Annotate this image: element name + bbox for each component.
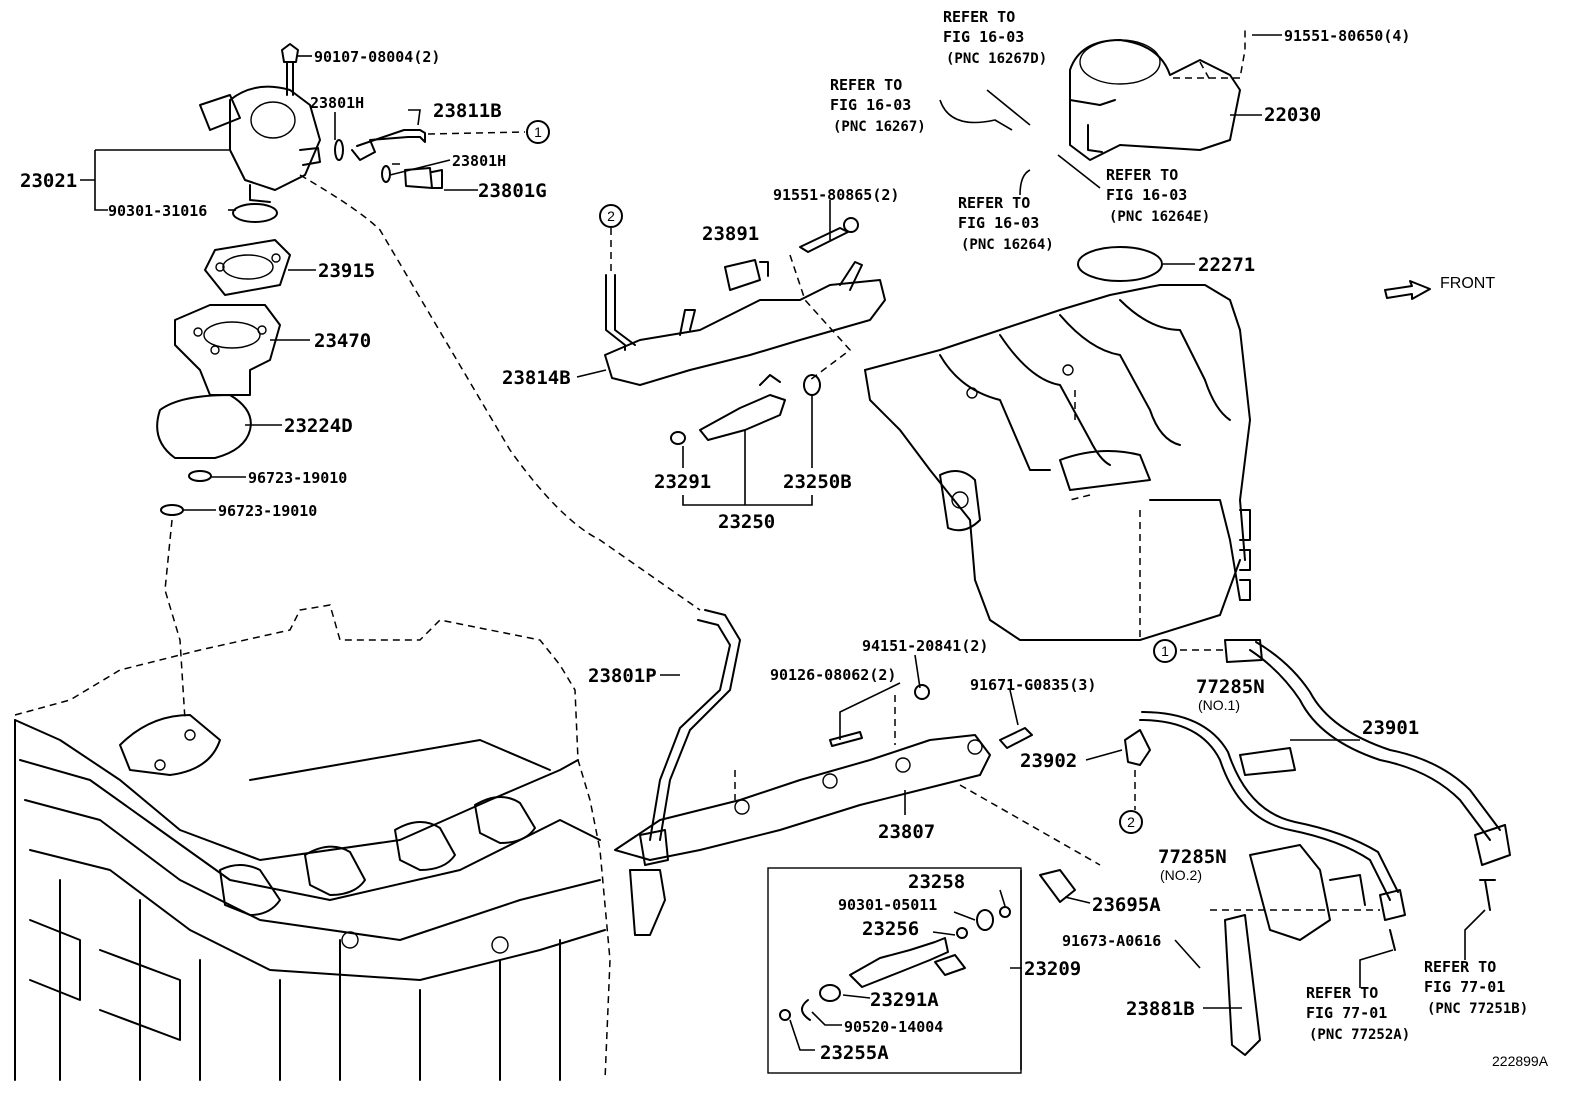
refer-16264-l3: (PNC 16264): [961, 237, 1054, 253]
label-94151-20841: 94151-20841(2): [862, 637, 988, 655]
label-90520-14004: 90520-14004: [844, 1018, 943, 1036]
part-labels: 90107-08004(2) 23801H 23811B 23801H 2380…: [20, 27, 1549, 1069]
front-arrow-icon: [1384, 280, 1431, 300]
label-23224D: 23224D: [284, 415, 353, 437]
label-23291: 23291: [654, 471, 711, 493]
label-77285N-no2-sub: (NO.2): [1160, 867, 1202, 883]
label-23814B: 23814B: [502, 367, 571, 389]
fuel-pump-illustration: [156, 43, 701, 721]
intake-manifold-illustration: [864, 284, 1251, 641]
refer-16264-l1: REFER TO: [958, 194, 1030, 212]
label-23250: 23250: [718, 511, 775, 533]
label-77285N-no1: 77285N: [1196, 676, 1265, 698]
label-23291A: 23291A: [870, 989, 939, 1011]
refer-16267D-l1: REFER TO: [943, 8, 1015, 26]
label-90301-31016: 90301-31016: [108, 202, 207, 220]
refer-77252A-l2: FIG 77-01: [1306, 1004, 1387, 1022]
label-23902: 23902: [1020, 750, 1077, 772]
label-23470: 23470: [314, 330, 371, 352]
label-23255A: 23255A: [820, 1042, 889, 1064]
circle-1-marker-a: [526, 120, 550, 144]
refer-77252A-l3: (PNC 77252A): [1309, 1027, 1410, 1043]
refer-77251B-l2: FIG 77-01: [1424, 978, 1505, 996]
label-23881B: 23881B: [1126, 998, 1195, 1020]
label-23901: 23901: [1362, 717, 1419, 739]
diagram-id: 222899A: [1492, 1053, 1549, 1069]
label-23695A: 23695A: [1092, 894, 1161, 916]
refer-16267-l3: (PNC 16267): [833, 119, 926, 135]
refer-16267-l2: FIG 16-03: [830, 96, 911, 114]
refer-77251B-l1: REFER TO: [1424, 958, 1496, 976]
label-91671-G0835: 91671-G0835(3): [970, 676, 1096, 694]
label-front: FRONT: [1440, 275, 1495, 292]
refer-16264E-l1: REFER TO: [1106, 166, 1178, 184]
label-91551-80650: 91551-80650(4): [1284, 27, 1410, 45]
label-77285N-no2: 77285N: [1158, 846, 1227, 868]
fuel-pipe-fittings-illustration: [334, 129, 526, 189]
refer-77251B-l3: (PNC 77251B): [1427, 1001, 1528, 1017]
label-90126-08062: 90126-08062(2): [770, 666, 896, 684]
label-22271: 22271: [1198, 254, 1255, 276]
label-23209: 23209: [1024, 958, 1081, 980]
circle-1-text-a: 1: [534, 124, 542, 140]
label-77285N-no1-sub: (NO.1): [1198, 697, 1240, 713]
label-90107-08004: 90107-08004(2): [314, 48, 440, 66]
label-96723-19010-a: 96723-19010: [248, 469, 347, 487]
label-23801H-a: 23801H: [310, 94, 364, 112]
circle-2-marker-a: [599, 204, 623, 228]
label-23258: 23258: [908, 871, 965, 893]
circle-2-marker-b: [1119, 810, 1143, 834]
circle-1-marker-b: [1153, 639, 1177, 663]
label-96723-19010-b: 96723-19010: [218, 502, 317, 520]
refer-16264-l2: FIG 16-03: [958, 214, 1039, 232]
label-23801P: 23801P: [588, 665, 657, 687]
label-23915: 23915: [318, 260, 375, 282]
label-90301-05011: 90301-05011: [838, 896, 937, 914]
refer-16264E-l2: FIG 16-03: [1106, 186, 1187, 204]
label-23256: 23256: [862, 918, 919, 940]
circle-2-text-b: 2: [1127, 814, 1135, 830]
fuel-rail-illustration: [614, 609, 1101, 936]
delivery-pipe-illustration: [604, 217, 886, 445]
engine-block-illustration: [14, 604, 611, 1081]
refer-16267D-l2: FIG 16-03: [943, 28, 1024, 46]
refer-16267D-l3: (PNC 16267D): [946, 51, 1047, 67]
fuel-hose-illustration: [1124, 639, 1511, 1056]
circle-markers: 1 2 1 2: [526, 120, 1177, 834]
leader-lines: [80, 34, 1486, 1070]
label-23801G: 23801G: [478, 180, 547, 202]
label-91551-80865: 91551-80865(2): [773, 186, 899, 204]
label-23021: 23021: [20, 170, 77, 192]
label-91673-A0616: 91673-A0616: [1062, 932, 1161, 950]
label-23891: 23891: [702, 223, 759, 245]
label-23807: 23807: [878, 821, 935, 843]
circle-2-text-a: 2: [607, 208, 615, 224]
refer-notes: REFER TO FIG 16-03 (PNC 16267D) REFER TO…: [830, 8, 1528, 1043]
circle-1-text-b: 1: [1161, 643, 1169, 659]
refer-77252A-l1: REFER TO: [1306, 984, 1378, 1002]
throttle-body-illustration: [1069, 30, 1246, 161]
refer-16267-l1: REFER TO: [830, 76, 902, 94]
gasket-22271: [1077, 246, 1163, 282]
label-22030: 22030: [1264, 104, 1321, 126]
label-23801H-b: 23801H: [452, 152, 506, 170]
refer-16264E-l3: (PNC 16264E): [1109, 209, 1210, 225]
label-23811B: 23811B: [433, 100, 502, 122]
label-23250B: 23250B: [783, 471, 852, 493]
